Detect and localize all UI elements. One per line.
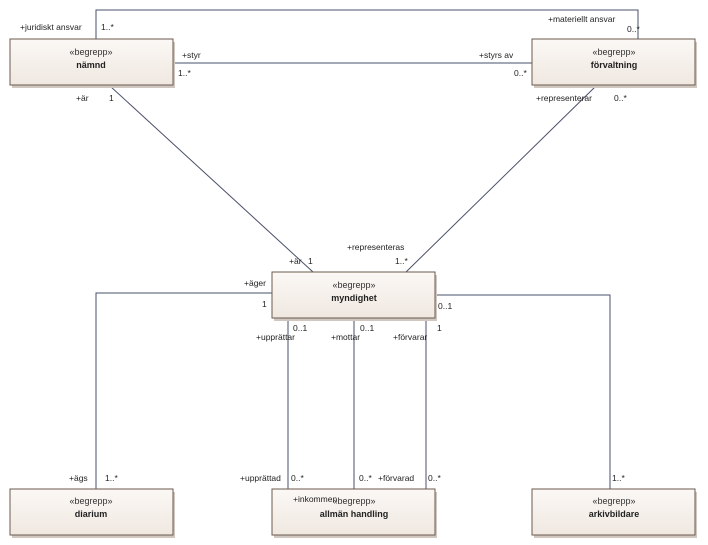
role-inkommen: +inkommen bbox=[293, 494, 337, 504]
role-styrs-av: +styrs av bbox=[479, 50, 514, 60]
mult-inkommen: 0..* bbox=[359, 473, 372, 483]
mult-materiellt-ansvar: 0..* bbox=[627, 24, 640, 34]
class-arkivbildare-name: arkivbildare bbox=[589, 509, 640, 519]
mult-ager: 1 bbox=[262, 299, 267, 309]
class-allman-handling-stereotype: «begrepp» bbox=[332, 496, 375, 506]
role-representerar: +representerar bbox=[536, 93, 592, 103]
mult-ar-bottom: 1 bbox=[308, 256, 313, 266]
mult-ar-top: 1 bbox=[109, 93, 114, 103]
mult-mottar: 0..1 bbox=[360, 323, 374, 333]
class-allman-handling[interactable]: «begrepp» allmän handling bbox=[271, 488, 437, 538]
association-lines bbox=[95, 9, 639, 489]
role-mottar: +mottar bbox=[331, 332, 360, 342]
role-representeras: +representeras bbox=[347, 242, 404, 252]
class-forvaltning-stereotype: «begrepp» bbox=[592, 47, 635, 57]
class-allman-handling-name: allmän handling bbox=[320, 509, 389, 519]
role-forvarad: +förvarad bbox=[378, 473, 414, 483]
role-ar-top: +är bbox=[76, 93, 89, 103]
class-namnd[interactable]: «begrepp» nämnd bbox=[9, 38, 175, 88]
role-ags: +ägs bbox=[69, 473, 88, 483]
edge-ansvar bbox=[95, 9, 639, 39]
mult-representerar: 0..* bbox=[614, 93, 627, 103]
role-ager: +äger bbox=[244, 278, 266, 288]
role-styr: +styr bbox=[182, 50, 201, 60]
class-myndighet-name: myndighet bbox=[331, 293, 377, 303]
mult-ags: 1..* bbox=[105, 473, 118, 483]
class-namnd-stereotype: «begrepp» bbox=[69, 47, 112, 57]
class-diarium-name: diarium bbox=[75, 509, 108, 519]
class-myndighet[interactable]: «begrepp» myndighet bbox=[271, 271, 437, 321]
mult-upprattar: 0..1 bbox=[293, 323, 307, 333]
role-ar-bottom: +är bbox=[289, 256, 302, 266]
association-labels: +juridiskt ansvar 1..* +materiellt ansva… bbox=[20, 14, 640, 504]
role-juridiskt-ansvar: +juridiskt ansvar bbox=[20, 22, 82, 32]
mult-forvarar: 1 bbox=[437, 323, 442, 333]
class-namnd-name: nämnd bbox=[76, 60, 106, 70]
edge-ager bbox=[95, 292, 272, 489]
edge-representerar bbox=[405, 85, 597, 273]
edge-ar bbox=[109, 85, 314, 273]
class-arkivbildare[interactable]: «begrepp» arkivbildare bbox=[531, 488, 697, 538]
class-arkivbildare-stereotype: «begrepp» bbox=[592, 496, 635, 506]
mult-representeras: 1..* bbox=[395, 256, 408, 266]
class-myndighet-stereotype: «begrepp» bbox=[332, 280, 375, 290]
mult-styr: 1..* bbox=[178, 68, 191, 78]
edge-arkiv bbox=[435, 294, 611, 489]
mult-styrs-av: 0..* bbox=[514, 68, 527, 78]
role-upprattar: +upprättar bbox=[256, 332, 295, 342]
mult-forvarad: 0..* bbox=[428, 473, 441, 483]
class-diarium-stereotype: «begrepp» bbox=[69, 496, 112, 506]
mult-arkiv-arkivbildare: 1..* bbox=[612, 473, 625, 483]
class-forvaltning-name: förvaltning bbox=[591, 60, 638, 70]
role-upprattad: +upprättad bbox=[240, 473, 281, 483]
mult-upprattad: 0..* bbox=[291, 473, 304, 483]
class-forvaltning[interactable]: «begrepp» förvaltning bbox=[531, 38, 697, 88]
mult-arkiv-myndighet: 0..1 bbox=[438, 301, 452, 311]
class-diarium[interactable]: «begrepp» diarium bbox=[9, 488, 175, 538]
mult-juridiskt-ansvar: 1..* bbox=[101, 22, 114, 32]
role-forvarar: +förvarar bbox=[393, 332, 427, 342]
role-materiellt-ansvar: +materiellt ansvar bbox=[548, 14, 615, 24]
